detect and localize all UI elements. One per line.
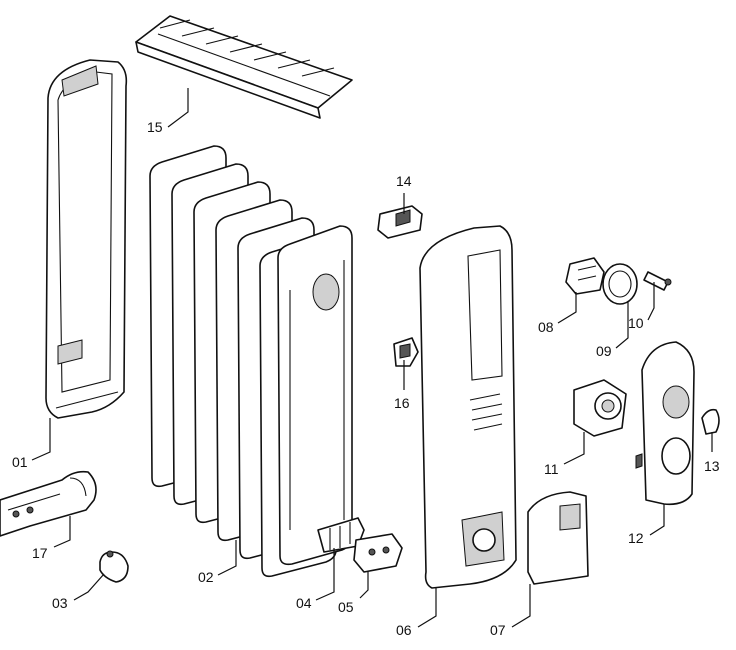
part-knob (701, 408, 720, 435)
part-caster (99, 550, 129, 583)
part-base-cover (527, 491, 589, 585)
part-control-cover (419, 225, 517, 589)
callout-16: 16 (394, 395, 410, 411)
part-side-panel-left (45, 59, 128, 419)
leader-lines (31, 88, 713, 628)
part-small-bracket-top (377, 205, 423, 239)
callout-14: 14 (396, 173, 412, 189)
callout-04: 04 (296, 595, 312, 611)
part-small-bracket-side (393, 337, 419, 367)
part-heating-element (317, 517, 365, 553)
callout-06: 06 (396, 622, 412, 638)
part-ring (602, 263, 638, 305)
callout-09: 09 (596, 343, 612, 359)
callout-07: 07 (490, 622, 506, 638)
callout-11: 11 (544, 461, 559, 477)
callout-10: 10 (628, 315, 644, 331)
part-top-grille (135, 15, 353, 119)
part-terminal-block (353, 533, 403, 573)
callout-17: 17 (32, 545, 48, 561)
callout-05: 05 (338, 599, 354, 615)
callout-03: 03 (52, 595, 68, 611)
part-pin (643, 271, 672, 291)
callout-02: 02 (198, 569, 214, 585)
part-thermostat (573, 379, 627, 437)
part-switch (565, 257, 605, 295)
callout-01: 01 (12, 454, 28, 470)
callout-15: 15 (147, 119, 163, 135)
part-front-cover (635, 341, 695, 506)
part-radiator-fins (149, 145, 353, 578)
callout-13: 13 (704, 458, 720, 474)
part-base-bracket (0, 470, 97, 537)
callout-12: 12 (628, 530, 644, 546)
callout-08: 08 (538, 319, 554, 335)
